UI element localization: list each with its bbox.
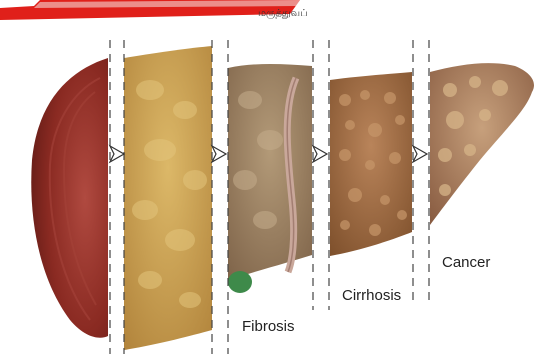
cirrhosis-liver-segment (330, 72, 412, 256)
top-banner (0, 0, 300, 20)
stage-label-cirrhosis: Cirrhosis (342, 287, 401, 304)
stage-label-fibrosis: Fibrosis (242, 318, 295, 335)
fatty-liver-segment (124, 46, 212, 350)
fibrosis-liver-segment (228, 64, 312, 293)
healthy-liver-segment (31, 58, 108, 338)
gallbladder (228, 271, 252, 293)
stage-label-cancer: Cancer (442, 254, 490, 271)
header-tamil-text: மருத்துவப் (258, 8, 308, 20)
cancer-liver-segment (430, 63, 534, 225)
